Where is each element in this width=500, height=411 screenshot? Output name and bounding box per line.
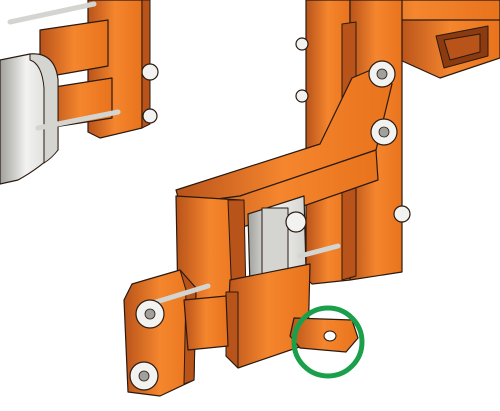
post-bolt-head-icon <box>393 205 411 223</box>
clamp-bolt-top-inner <box>144 308 156 320</box>
tube-inner <box>443 33 481 61</box>
angled-mounting-bracket <box>175 60 398 305</box>
bracket-bolt-top-inner <box>376 68 388 80</box>
clamp-bolt-bottom-inner <box>138 370 150 382</box>
bolt-clamp-plate <box>123 269 229 397</box>
clamp-block <box>183 295 229 351</box>
post-bolt-mid-icon <box>295 89 309 103</box>
left-rod-top <box>7 1 97 25</box>
lower-plate <box>225 263 359 369</box>
tab-hole <box>323 330 337 342</box>
left-nut-lower-icon <box>142 108 158 124</box>
left-tine-edge <box>29 53 59 164</box>
left-post-side <box>141 0 151 129</box>
post-bolt-upper-icon <box>295 37 309 51</box>
left-nut-icon <box>141 63 159 81</box>
left-tine-holder <box>0 0 159 185</box>
callout-highlight-circle <box>291 305 365 379</box>
bracket-pin-nut-icon <box>285 211 307 233</box>
bracket-bolt-mid-inner <box>378 126 390 138</box>
clamp-rod <box>153 283 211 305</box>
left-rod-bottom <box>35 109 121 131</box>
bracket-pin <box>261 207 289 279</box>
bracket-rod <box>297 243 341 259</box>
